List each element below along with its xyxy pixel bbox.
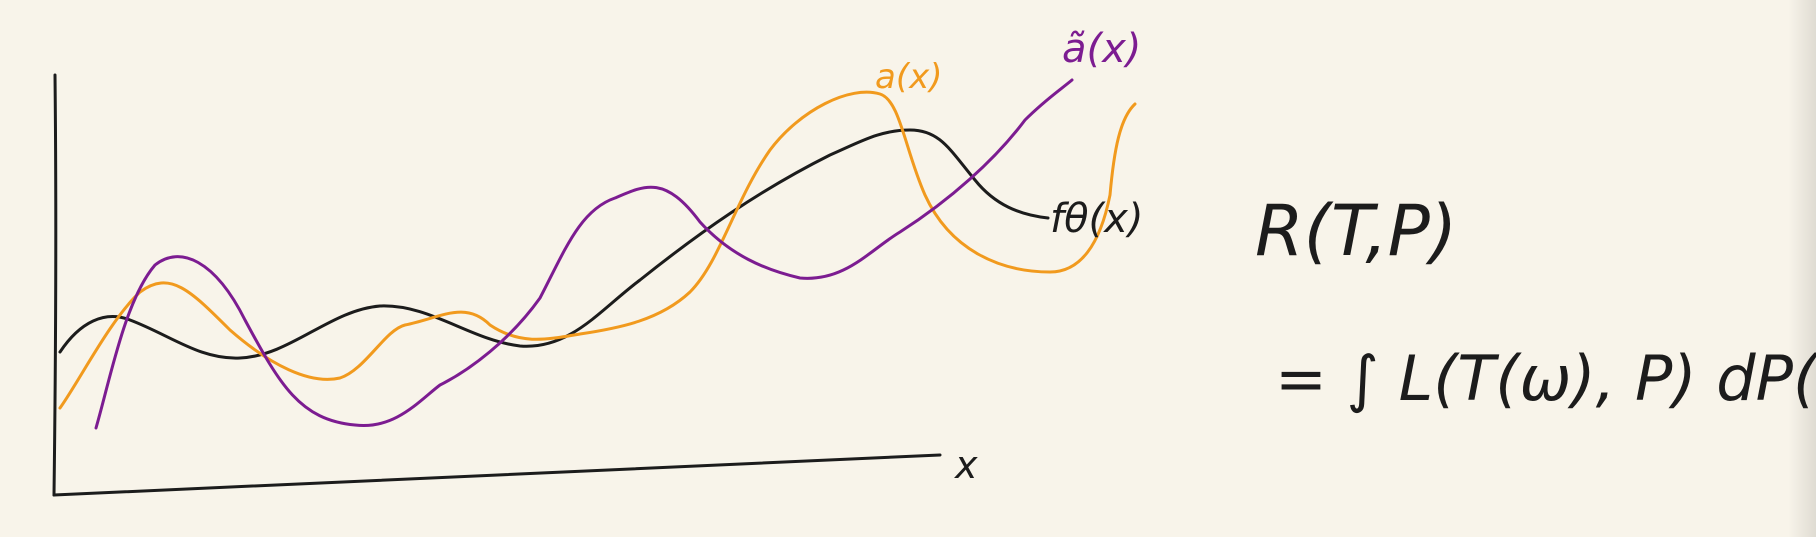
label-axis-x: x bbox=[954, 443, 978, 487]
page-edge-shadow bbox=[1788, 0, 1816, 537]
curve-f-theta bbox=[58, 128, 1050, 360]
label-a: a(x) bbox=[875, 57, 943, 97]
y-axis bbox=[52, 73, 58, 497]
formula-line-2: = ∫ L(T(ω), P) dP(ω) bbox=[1275, 342, 1816, 415]
label-f-theta: fθ(x) bbox=[1050, 196, 1143, 242]
curve-a bbox=[58, 90, 1137, 410]
curve-a-tilde bbox=[94, 78, 1074, 430]
formula-line-1: R(T,P) bbox=[1255, 190, 1457, 272]
label-a-tilde: ã(x) bbox=[1062, 26, 1141, 72]
x-axis bbox=[52, 453, 942, 497]
